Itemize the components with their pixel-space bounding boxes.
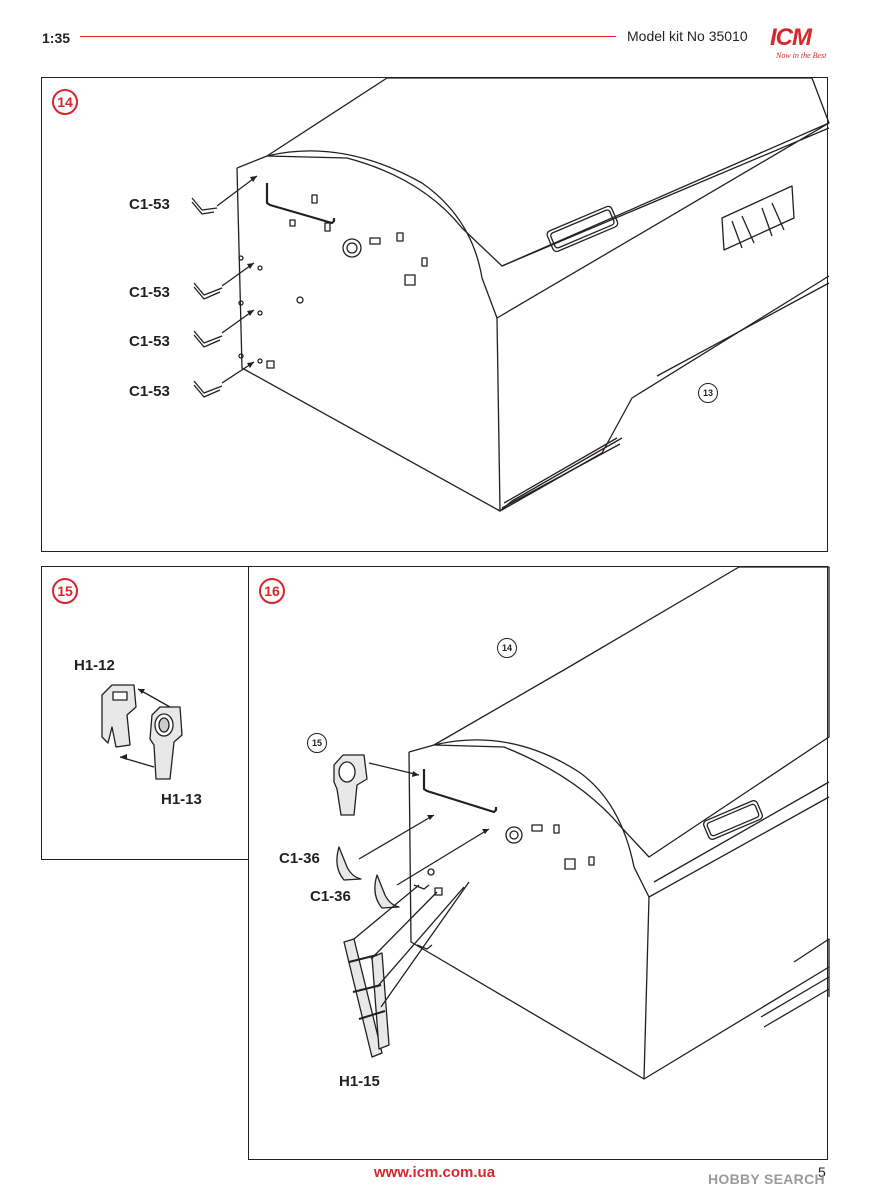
step-14-ref-badge: 14 (497, 638, 517, 658)
step-14-part-label: C1-53 (129, 333, 170, 350)
step-15-ref-badge: 15 (307, 733, 327, 753)
step-14-part-label: C1-53 (129, 383, 170, 400)
page-number: 5 (818, 1164, 826, 1180)
step-16-part-label: H1-15 (339, 1073, 380, 1090)
step-15-part-label: H1-12 (74, 657, 115, 674)
step-15-badge: 15 (52, 578, 78, 604)
step-13-ref-badge: 13 (698, 383, 718, 403)
step-14-drawing (191, 77, 830, 512)
body-front-face (236, 167, 501, 512)
step-15-part-label: H1-13 (161, 791, 202, 808)
body-roof (266, 77, 830, 267)
step-16-drawing (333, 566, 830, 1080)
step-14-part-label: C1-53 (129, 284, 170, 301)
step-14-part-label: C1-53 (129, 196, 170, 213)
step-16-badge: 16 (259, 578, 285, 604)
header-rule (80, 36, 616, 37)
logo-tagline: Now in the Best (776, 51, 827, 60)
step-15-panel: 15 H1-12 H1-13 (41, 566, 249, 860)
step-14-panel: 14 (41, 77, 830, 552)
body-front-edge (266, 150, 498, 319)
step-14-badge: 14 (52, 89, 78, 115)
icm-logo: ICM Now in the Best (768, 24, 830, 62)
body-side-face (496, 122, 830, 512)
step-16-panel: 16 14 15 (248, 566, 830, 1160)
step-16-part-label: C1-36 (310, 888, 351, 905)
logo-text: ICM (770, 24, 812, 51)
step-15-drawing (101, 684, 183, 780)
footer-url[interactable]: www.icm.com.ua (373, 1164, 496, 1181)
scale-label: 1:35 (42, 30, 71, 46)
watermark: HOBBY SEARCH (708, 1171, 825, 1187)
step-16-part-label: C1-36 (279, 850, 320, 867)
kit-number: Model kit No 35010 (627, 28, 748, 44)
